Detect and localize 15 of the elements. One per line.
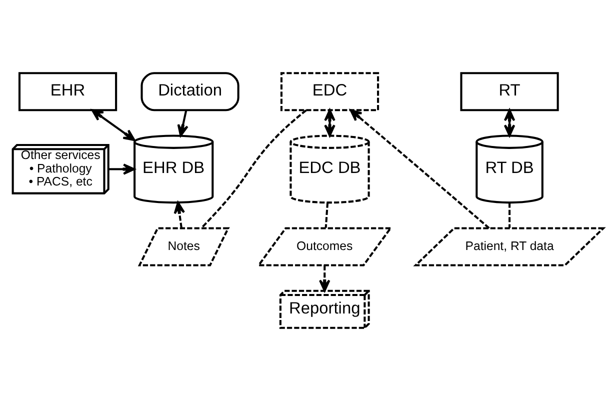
arrow (177, 109, 188, 136)
node-box: EDC (280, 72, 380, 111)
connector (508, 202, 511, 228)
arrow (350, 108, 490, 228)
connector (324, 202, 329, 228)
arrow (504, 108, 516, 136)
arrow (91, 108, 136, 141)
arrow (108, 163, 136, 174)
node-box: RT (460, 72, 559, 111)
node-box: EHR (18, 72, 118, 111)
arrow (324, 108, 336, 136)
node-box: Dictation (140, 72, 240, 111)
connector (200, 109, 307, 228)
arrow (174, 201, 185, 228)
arrow (318, 264, 330, 292)
